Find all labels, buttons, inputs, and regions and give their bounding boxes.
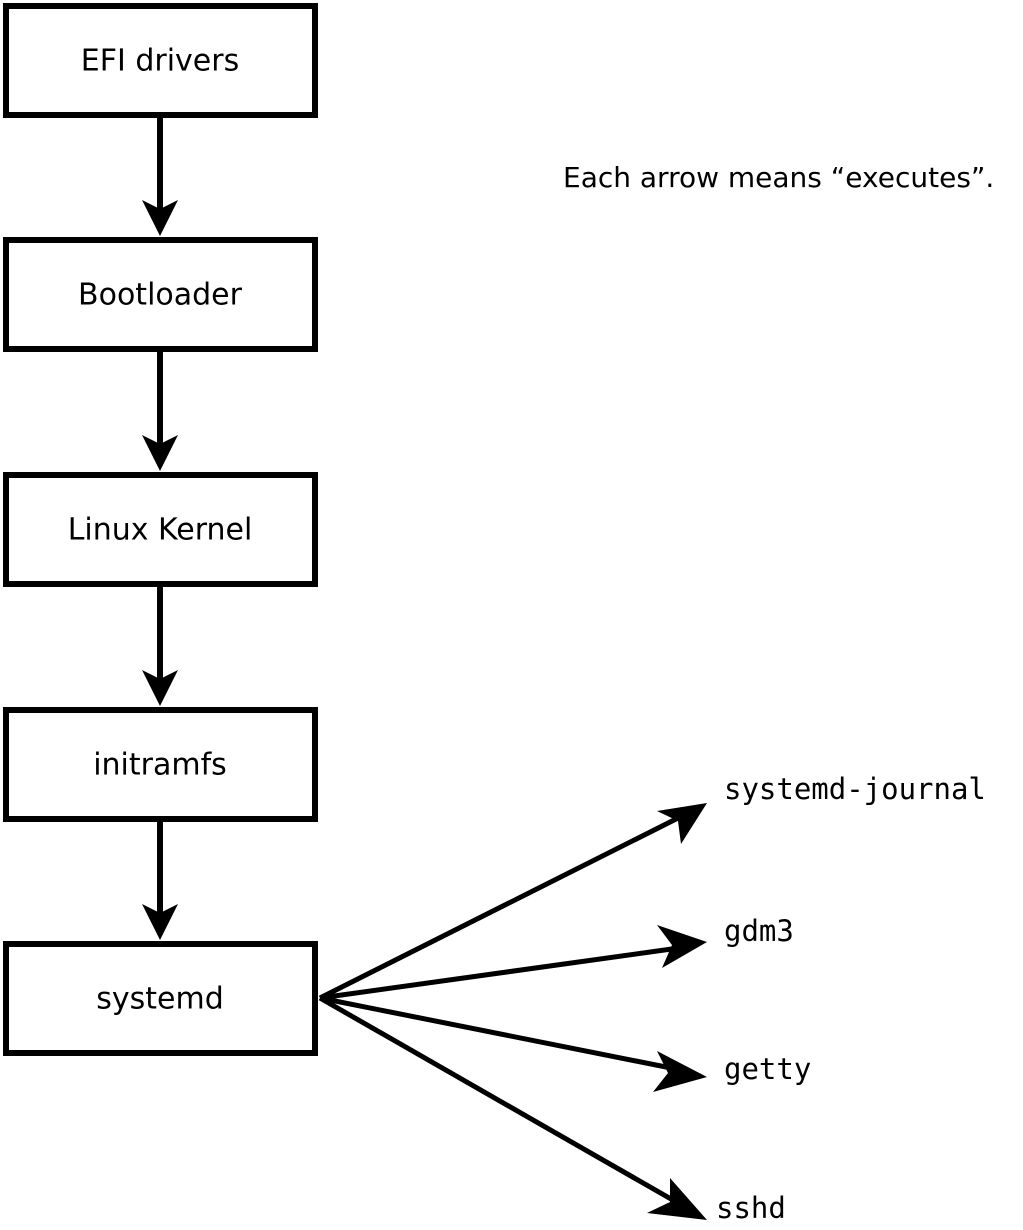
chain-box-label: Linux Kernel (68, 513, 253, 548)
service-label-systemd-journal: systemd-journal (724, 772, 986, 806)
arrow-shaft (318, 811, 688, 1001)
arrow-initramfs-to-systemd (142, 822, 178, 940)
chain-box-linux-kernel[interactable]: Linux Kernel (3, 472, 318, 587)
boot-chain-group: EFI drivers Bootloader Linux Kernel init… (3, 3, 318, 1056)
arrow-efi-drivers-to-bootloader (142, 118, 178, 236)
arrow-shaft (319, 995, 687, 1074)
chain-box-efi-drivers[interactable]: EFI drivers (3, 3, 318, 118)
chain-box-rect (3, 941, 318, 1056)
arrow-head (647, 1178, 707, 1220)
arrow-head (142, 200, 178, 236)
arrow-head (142, 435, 178, 471)
service-arrows-group (318, 803, 707, 1220)
arrow-systemd-to-systemd-journal (318, 803, 707, 1001)
legend-note: Each arrow means “executes”. (563, 161, 994, 194)
chain-box-label: EFI drivers (81, 44, 239, 79)
chain-box-bootloader[interactable]: Bootloader (3, 237, 318, 352)
chain-box-rect (3, 237, 318, 352)
chain-box-rect (3, 472, 318, 587)
chain-box-rect (3, 707, 318, 822)
chain-box-rect (3, 3, 318, 118)
arrow-systemd-to-getty (319, 995, 707, 1092)
arrow-head (657, 803, 707, 844)
arrow-linux-kernel-to-initramfs (142, 587, 178, 706)
arrow-shaft (319, 944, 687, 1001)
arrow-head (142, 670, 178, 706)
arrow-head (657, 925, 707, 968)
chain-box-label: Bootloader (78, 278, 243, 313)
arrow-head (142, 904, 178, 940)
service-labels-group: systemd-journal gdm3 getty sshd (716, 772, 986, 1225)
arrow-shaft (318, 995, 687, 1210)
chain-arrows-group (142, 118, 178, 940)
service-label-gdm3: gdm3 (724, 914, 794, 948)
arrow-head (653, 1051, 707, 1092)
chain-box-initramfs[interactable]: initramfs (3, 707, 318, 822)
service-label-sshd: sshd (716, 1191, 786, 1225)
chain-box-label: initramfs (93, 748, 227, 783)
arrow-bootloader-to-linux-kernel (142, 352, 178, 471)
arrow-systemd-to-sshd (318, 995, 707, 1220)
service-label-getty: getty (724, 1052, 811, 1086)
chain-box-systemd[interactable]: systemd (3, 941, 318, 1056)
arrow-systemd-to-gdm3 (319, 925, 707, 1001)
chain-box-label: systemd (96, 982, 224, 1017)
